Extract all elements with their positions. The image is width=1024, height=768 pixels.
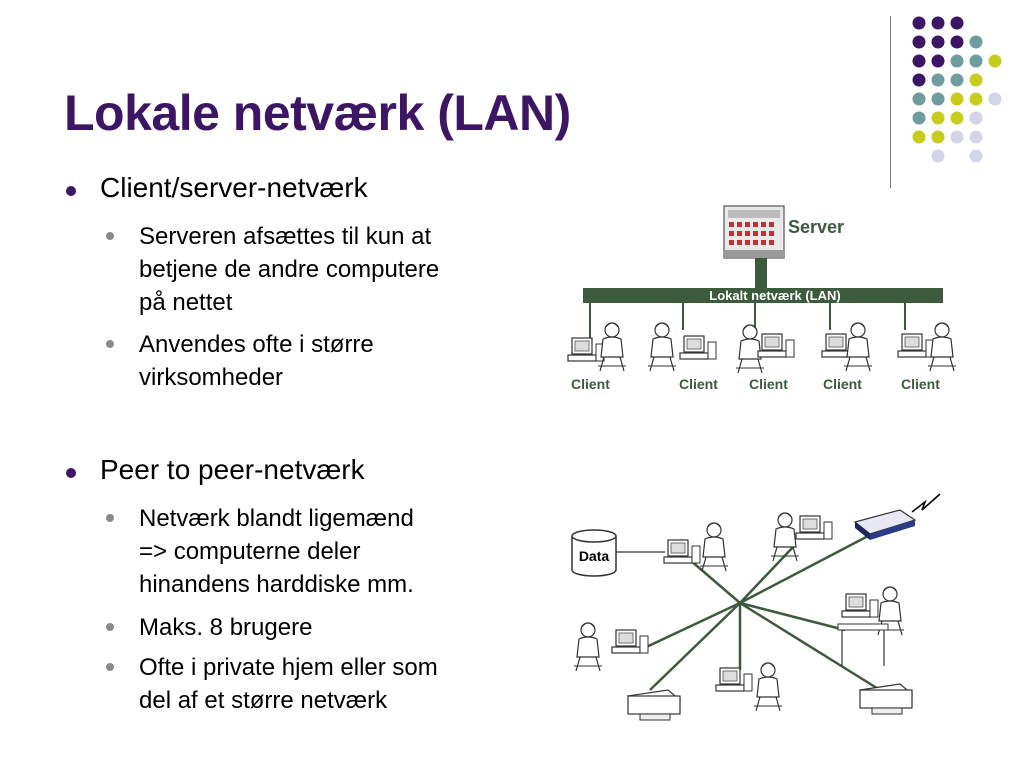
text-line: virksomheder (139, 364, 284, 391)
text-line: => computerne deler (139, 538, 361, 565)
bullet-dot (66, 468, 76, 478)
lan-label: Lokalt netværk (LAN) (709, 288, 840, 303)
bullet-dot (106, 514, 114, 522)
sub-bullet-text: Anvendes ofte i større virksomheder (139, 328, 374, 394)
bullet-dot (106, 340, 114, 348)
client-label: Client (749, 376, 788, 392)
client-label: Client (823, 376, 862, 392)
slide-title: Lokale netværk (LAN) (64, 85, 571, 141)
peer-workstation-icon (837, 586, 905, 666)
peer-link-lines (639, 533, 881, 692)
printer-icon (626, 689, 682, 721)
bullet-dot (106, 623, 114, 631)
server-label: Server (788, 217, 844, 237)
client-workstation-icon (567, 322, 627, 372)
text-line: del af et større netværk (139, 687, 388, 714)
text-line: Serveren afsættes til kun at (139, 223, 432, 250)
peer-workstation-icon (573, 622, 649, 672)
text-line: Anvendes ofte i større (139, 331, 374, 358)
bullet-dot (66, 186, 76, 196)
text-line: Maks. 8 brugere (139, 614, 313, 641)
text-line: på nettet (139, 289, 233, 316)
client-workstation-icon (647, 322, 717, 372)
text-line: Ofte i private hjem eller som (139, 654, 438, 681)
client-workstation-icon (821, 322, 873, 372)
client-workstation-icon (897, 322, 957, 372)
text-line: Netværk blandt ligemænd (139, 505, 414, 532)
peer-workstation-icon (770, 512, 833, 562)
lan-bus-bar (583, 288, 943, 303)
printer-icon (858, 683, 914, 715)
decorative-dot-grid (912, 16, 1002, 163)
sub-bullet-text: Netværk blandt ligemænd => computerne de… (139, 502, 414, 601)
server-uplink (755, 258, 767, 288)
client-workstation-icon (735, 324, 795, 374)
sub-bullet-text: Ofte i private hjem eller som del af et … (139, 651, 438, 717)
text-line: betjene de andre computere (139, 256, 440, 283)
section-heading: Client/server-netværk (100, 172, 368, 203)
data-storage-icon (571, 529, 617, 577)
title-divider-line (890, 16, 891, 188)
bullet-dot (106, 663, 114, 671)
section-heading: Peer to peer-netværk (100, 454, 365, 485)
peer-workstation-icon (663, 522, 729, 572)
client-label: Client (679, 376, 718, 392)
peer-workstation-icon (715, 662, 783, 712)
data-label: Data (579, 548, 610, 564)
text-line: hinandens harddiske mm. (139, 571, 414, 598)
sub-bullet-text: Serveren afsættes til kun at betjene de … (139, 220, 439, 319)
router-icon (853, 493, 941, 540)
bullet-dot (106, 232, 114, 240)
client-label: Client (901, 376, 940, 392)
sub-bullet-text: Maks. 8 brugere (139, 611, 312, 644)
client-label: Client (571, 376, 610, 392)
server-icon (723, 205, 785, 259)
